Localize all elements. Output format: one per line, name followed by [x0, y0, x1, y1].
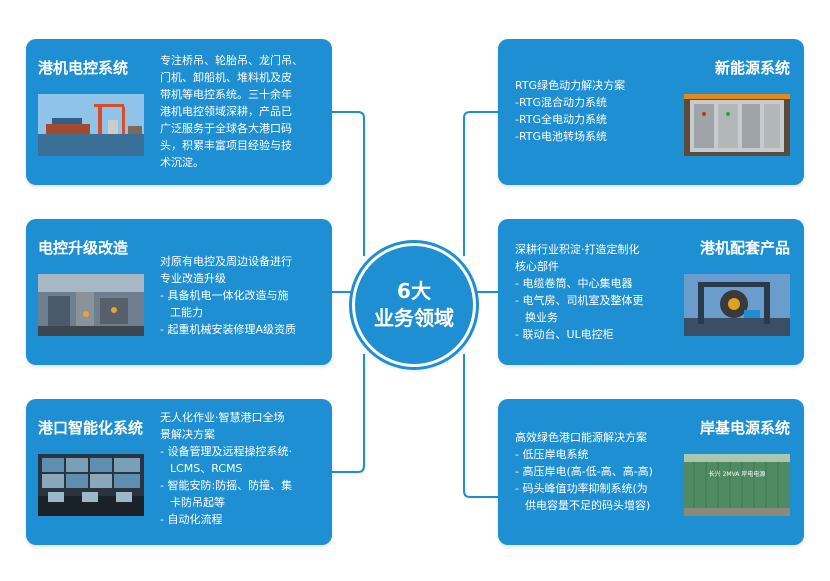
card-title: 港口智能化系统	[38, 419, 144, 437]
cable-reel-photo	[684, 274, 790, 336]
card-description: 高效绿色港口能源解决方案 - 低压岸电系统 - 高压岸电(高-低-高、高-高) …	[515, 431, 653, 512]
center-hub: 6大 业务领域	[352, 243, 476, 367]
card-description: 深耕行业积淀·打造定制化 核心部件 - 电缆卷筒、中心集电器 - 电气房、司机室…	[515, 243, 644, 341]
card-shore-power: 岸基电源系统 长兴 2MVA 岸电电源 高效绿色港口能源解决方案 - 低压岸电系…	[498, 399, 804, 545]
container-sign-text: 长兴 2MVA 岸电电源	[709, 470, 766, 478]
card-crane-parts: 港机配套产品 深耕行业积淀·打造定制化 核心部件 - 电缆卷筒、中心集电器 - …	[498, 219, 804, 365]
hub-line-1: 6大	[397, 279, 431, 303]
workshop-photo	[38, 274, 144, 336]
card-title: 港机电控系统	[38, 59, 129, 77]
card-title: 港机配套产品	[699, 239, 790, 257]
card-description: 对原有电控及周边设备进行 专业改造升级 - 具备机电一体化改造与施 工能力 - …	[160, 255, 296, 336]
shore-power-container-photo: 长兴 2MVA 岸电电源	[684, 454, 790, 516]
card-new-energy: 新能源系统 RTG绿色动力解决方案 -RTG混合动力系统 -RTG全电动力系统 …	[498, 39, 804, 185]
hub-line-2: 业务领域	[374, 306, 454, 330]
card-title: 岸基电源系统	[699, 419, 790, 437]
card-description: 专注桥吊、轮胎吊、龙门吊、 门机、卸船机、堆料机及皮 带机等电控系统。三十余年 …	[160, 54, 303, 169]
card-description: 无人化作业·智慧港口全场 景解决方案 - 设备管理及远程操控系统· LCMS、R…	[160, 411, 293, 526]
port-cranes-photo	[38, 94, 144, 156]
card-title: 电控升级改造	[38, 239, 129, 257]
card-crane-control: 港机电控系统 专注桥吊、轮胎吊、龙门吊、 门机、卸船机、堆料机及皮 带机等电控系…	[26, 39, 332, 185]
card-title: 新能源系统	[714, 59, 790, 77]
card-smart-port: 港口智能化系统 无人化作业·智慧港口全场 景解决方案 - 设备管理及远程操控系统…	[26, 399, 332, 545]
card-control-upgrade: 电控升级改造 对原有电控及周边设备进行 专业改造升级 - 具备机电一体化改造与施…	[26, 219, 332, 365]
card-description: RTG绿色动力解决方案 -RTG混合动力系统 -RTG全电动力系统 -RTG电池…	[515, 79, 626, 143]
power-cabinet-photo	[684, 94, 790, 156]
control-room-photo	[38, 454, 144, 516]
